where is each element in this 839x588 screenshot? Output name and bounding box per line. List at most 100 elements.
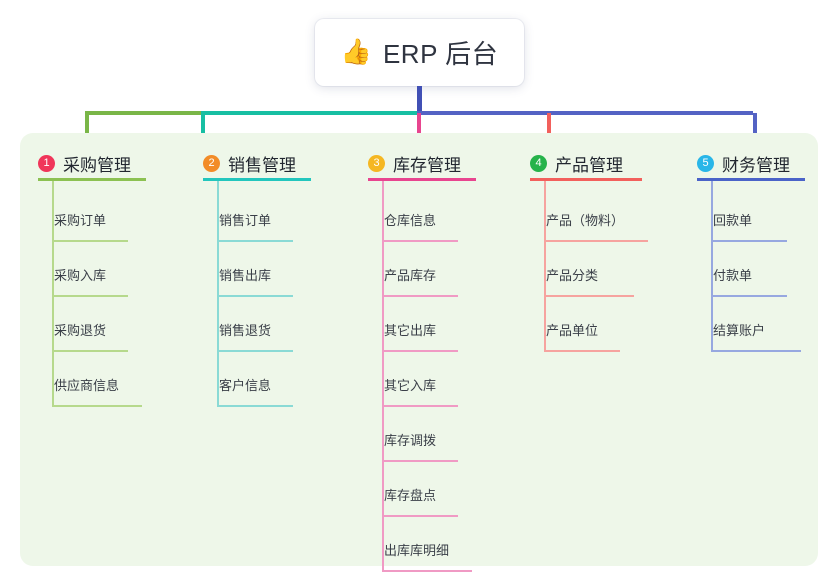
leaf-item[interactable]: 销售订单 [203, 200, 295, 242]
leaf-item-label: 仓库信息 [384, 213, 437, 228]
leaf-item-label: 产品单位 [546, 323, 599, 338]
leaf-item-rule [711, 240, 787, 242]
leaf-item-label: 供应商信息 [54, 378, 120, 393]
leaf-item-rule [217, 240, 293, 242]
leaf-item[interactable]: 产品（物料） [530, 200, 650, 242]
leaf-item[interactable]: 客户信息 [203, 365, 295, 407]
branch-title: 采购管理 [63, 155, 131, 175]
leaf-item-rule [382, 240, 458, 242]
leaf-item-label: 采购退货 [54, 323, 107, 338]
leaf-item-label: 销售订单 [219, 213, 272, 228]
leaf-item-rule [382, 570, 472, 572]
branch-rail [711, 181, 713, 352]
leaf-item-rule [52, 240, 128, 242]
connector-bar-segment [417, 111, 753, 115]
leaf-item[interactable]: 回款单 [697, 200, 789, 242]
leaf-item[interactable]: 产品单位 [530, 310, 622, 352]
leaf-item-label: 产品库存 [384, 268, 437, 283]
branch-title: 库存管理 [393, 155, 461, 175]
branch-title: 产品管理 [555, 155, 623, 175]
leaf-item[interactable]: 付款单 [697, 255, 789, 297]
connector-bar-segment [201, 111, 417, 115]
leaf-item-label: 库存调拨 [384, 433, 437, 448]
branch-header-finance[interactable]: 5 财务管理 [697, 148, 790, 178]
leaf-item[interactable]: 采购入库 [38, 255, 130, 297]
leaf-item-label: 库存盘点 [384, 488, 437, 503]
connector-bar-segment [85, 111, 201, 115]
branch-header-purchase[interactable]: 1 采购管理 [38, 148, 131, 178]
root-stem-connector [417, 86, 422, 115]
leaf-item-label: 销售退货 [219, 323, 272, 338]
leaf-item-rule [382, 405, 458, 407]
branch-title: 财务管理 [722, 155, 790, 175]
leaf-item[interactable]: 出库库明细 [368, 530, 474, 572]
branch-header-rule [38, 178, 146, 181]
root-title: ERP 后台 [382, 39, 499, 69]
leaf-item[interactable]: 采购订单 [38, 200, 130, 242]
root-node-content: 👍 ERP 后台 [341, 34, 498, 71]
branch-number-badge: 1 [38, 154, 55, 172]
leaf-item-label: 采购入库 [54, 268, 107, 283]
connector-drop [547, 113, 551, 141]
leaf-item-rule [544, 240, 648, 242]
leaf-item-label: 产品（物料） [546, 213, 625, 228]
leaf-item[interactable]: 其它出库 [368, 310, 460, 352]
connector-drop [85, 113, 89, 141]
leaf-item[interactable]: 产品分类 [530, 255, 636, 297]
leaf-item-rule [711, 295, 787, 297]
branch-header-product[interactable]: 4 产品管理 [530, 148, 623, 178]
leaf-item-rule [382, 460, 458, 462]
connector-drop [753, 113, 757, 141]
branch-header-rule [530, 178, 642, 181]
leaf-item-label: 产品分类 [546, 268, 599, 283]
leaf-item-rule [711, 350, 801, 352]
leaf-item[interactable]: 库存调拨 [368, 420, 460, 462]
leaf-item-rule [52, 405, 142, 407]
root-node[interactable]: 👍 ERP 后台 [315, 19, 524, 86]
branch-number-badge: 4 [530, 154, 547, 172]
leaf-item-rule [52, 295, 128, 297]
leaf-item-rule [52, 350, 128, 352]
leaf-item-rule [217, 350, 293, 352]
branch-rail [217, 181, 219, 407]
leaf-item-rule [382, 350, 458, 352]
leaf-item-rule [382, 295, 458, 297]
branch-number-badge: 3 [368, 154, 385, 172]
leaf-item-label: 采购订单 [54, 213, 107, 228]
leaf-item-label: 其它出库 [384, 323, 437, 338]
leaf-item[interactable]: 库存盘点 [368, 475, 460, 517]
leaf-item[interactable]: 销售退货 [203, 310, 295, 352]
branch-header-rule [203, 178, 311, 181]
leaf-item-label: 客户信息 [219, 378, 272, 393]
connector-drop [417, 113, 421, 141]
thumbs-up-icon: 👍 [340, 38, 372, 66]
branches-panel [20, 133, 818, 566]
leaf-item-label: 结算账户 [713, 323, 766, 338]
leaf-item[interactable]: 结算账户 [697, 310, 803, 352]
leaf-item-rule [544, 295, 634, 297]
branch-header-inventory[interactable]: 3 库存管理 [368, 148, 461, 178]
branch-number-badge: 2 [203, 154, 220, 172]
leaf-item[interactable]: 产品库存 [368, 255, 460, 297]
leaf-item-label: 回款单 [713, 213, 753, 228]
branch-title: 销售管理 [228, 155, 296, 175]
branch-header-rule [697, 178, 805, 181]
leaf-item[interactable]: 采购退货 [38, 310, 130, 352]
leaf-item-label: 销售出库 [219, 268, 272, 283]
branch-rail [544, 181, 546, 352]
leaf-item-rule [544, 350, 620, 352]
connector-drop [201, 113, 205, 141]
leaf-item-label: 付款单 [713, 268, 753, 283]
leaf-item[interactable]: 供应商信息 [38, 365, 144, 407]
leaf-item-rule [217, 405, 293, 407]
branch-header-sales[interactable]: 2 销售管理 [203, 148, 296, 178]
leaf-item-rule [217, 295, 293, 297]
branch-rail [52, 181, 54, 407]
leaf-item[interactable]: 其它入库 [368, 365, 460, 407]
branch-rail [382, 181, 384, 572]
leaf-item[interactable]: 仓库信息 [368, 200, 460, 242]
branch-number-badge: 5 [697, 154, 714, 172]
leaf-item[interactable]: 销售出库 [203, 255, 295, 297]
leaf-item-rule [382, 515, 458, 517]
